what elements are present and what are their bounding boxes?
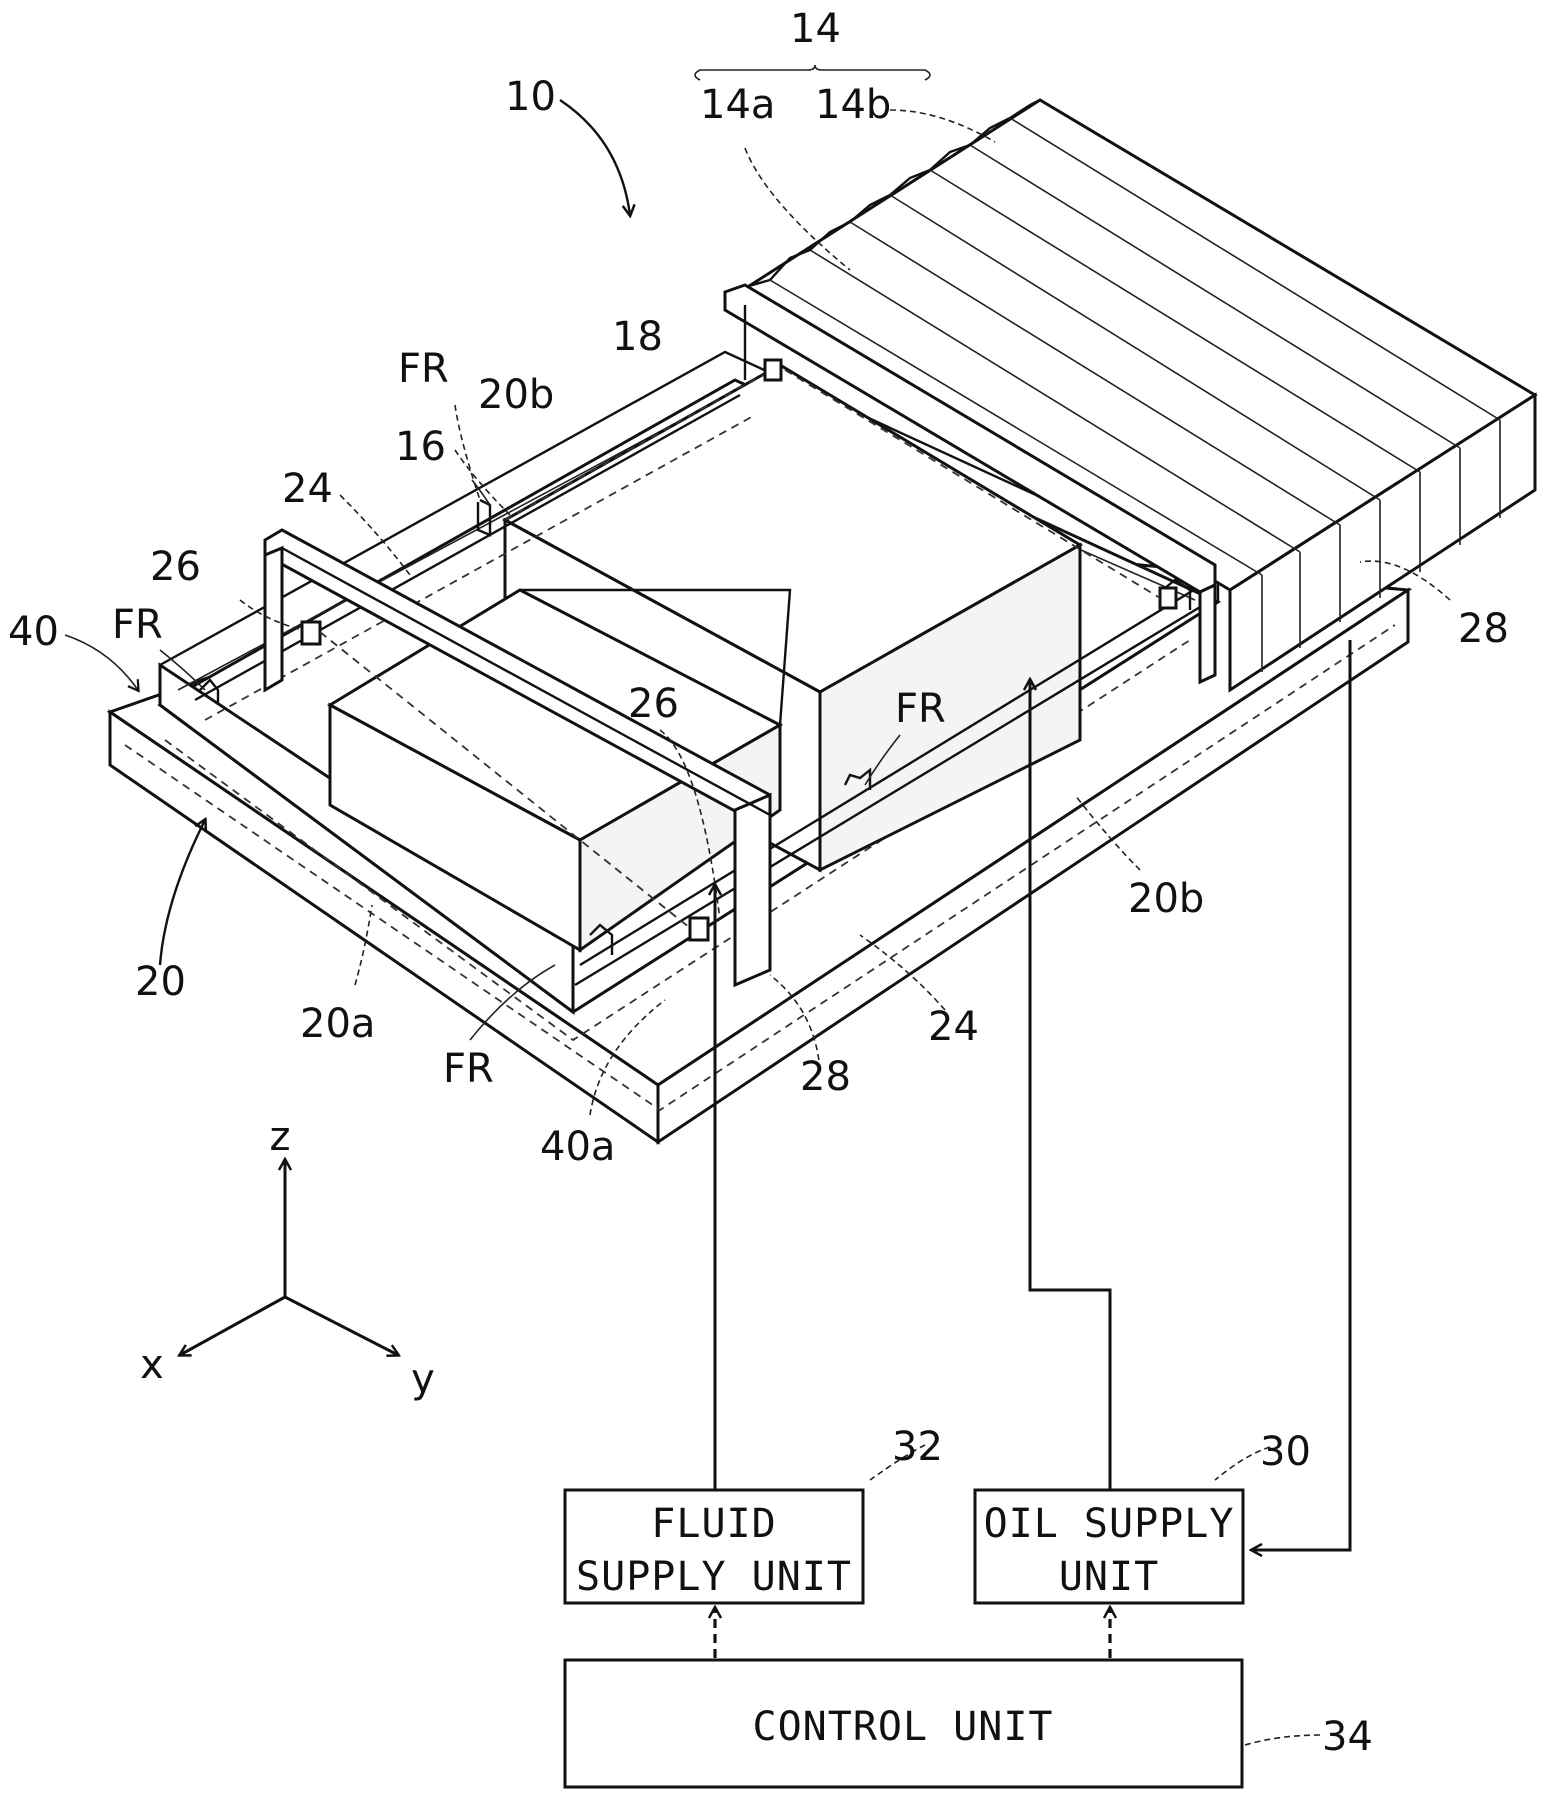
- label-14a: 14a: [700, 82, 775, 128]
- axis-y-label: y: [411, 1356, 435, 1402]
- axis-triad: [180, 1160, 398, 1355]
- label-24-bottom: 24: [928, 1004, 979, 1050]
- label-30: 30: [1260, 1429, 1311, 1475]
- label-34: 34: [1322, 1714, 1373, 1760]
- label-20b-right: 20b: [1128, 876, 1204, 922]
- label-fr-top: FR: [398, 346, 449, 392]
- label-24-left: 24: [282, 466, 333, 512]
- label-28-right: 28: [1458, 606, 1509, 652]
- oil-supply-line1: OIL SUPPLY: [984, 1501, 1235, 1547]
- label-10: 10: [505, 74, 556, 120]
- label-20b-top: 20b: [478, 372, 554, 418]
- label-26-left: 26: [150, 544, 201, 590]
- label-28-bottom: 28: [800, 1054, 851, 1100]
- label-16: 16: [395, 424, 446, 470]
- axis-x-label: x: [140, 1342, 164, 1388]
- label-26-mid: 26: [628, 681, 679, 727]
- label-40a: 40a: [540, 1124, 615, 1170]
- oil-supply-line2: UNIT: [1059, 1554, 1159, 1600]
- axis-z-label: z: [270, 1114, 291, 1160]
- label-fr-left: FR: [112, 602, 163, 648]
- label-14b: 14b: [815, 82, 891, 128]
- control-unit-label: CONTROL UNIT: [753, 1704, 1054, 1750]
- fluid-supply-line2: SUPPLY UNIT: [576, 1554, 852, 1600]
- label-32: 32: [892, 1424, 943, 1470]
- label-20: 20: [135, 959, 186, 1005]
- label-fr-bottom: FR: [443, 1046, 494, 1092]
- axis-labels: z x y: [140, 1114, 435, 1402]
- label-14: 14: [790, 6, 841, 52]
- fluid-supply-line1: FLUID: [651, 1501, 776, 1547]
- label-18: 18: [612, 314, 663, 360]
- label-fr-mid: FR: [895, 686, 946, 732]
- label-40: 40: [8, 609, 59, 655]
- label-20a: 20a: [300, 1001, 375, 1047]
